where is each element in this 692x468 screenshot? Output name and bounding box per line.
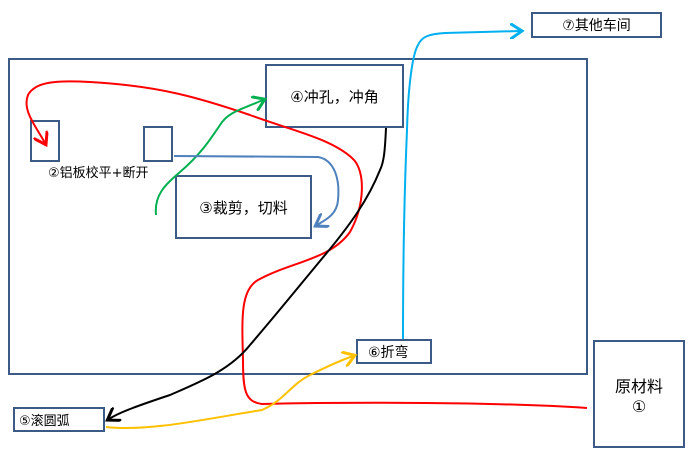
red-flow-path xyxy=(25,80,588,409)
punching-label: ④冲孔，冲角 xyxy=(290,87,379,106)
bending-label: ⑥折弯 xyxy=(368,344,409,361)
raw-material-number: ① xyxy=(631,396,647,416)
yellow-flow-path xyxy=(105,356,353,430)
cutting-box: ③裁剪，切料 xyxy=(175,175,312,239)
blue-flow-path xyxy=(173,155,340,225)
cyan-flow-path xyxy=(402,31,520,340)
bending-box: ⑥折弯 xyxy=(356,339,432,364)
leveling-station-1 xyxy=(30,120,60,162)
workshop-area xyxy=(8,58,588,375)
leveling-station-2 xyxy=(143,126,173,162)
raw-material-box: 原材料 ① xyxy=(593,340,685,448)
cutting-label: ③裁剪，切料 xyxy=(199,198,288,217)
punching-box: ④冲孔，冲角 xyxy=(265,64,404,128)
leveling-label: ②铝板校平+断开 xyxy=(48,166,149,181)
rolling-label: ⑤滚圆弧 xyxy=(19,414,70,429)
other-workshop-box: ⑦其他车间 xyxy=(531,12,662,38)
other-workshop-label: ⑦其他车间 xyxy=(562,18,631,34)
green-flow-path xyxy=(154,100,263,216)
raw-material-label: 原材料 xyxy=(614,376,663,396)
black-flow-path xyxy=(109,127,387,419)
rolling-box: ⑤滚圆弧 xyxy=(13,407,105,432)
